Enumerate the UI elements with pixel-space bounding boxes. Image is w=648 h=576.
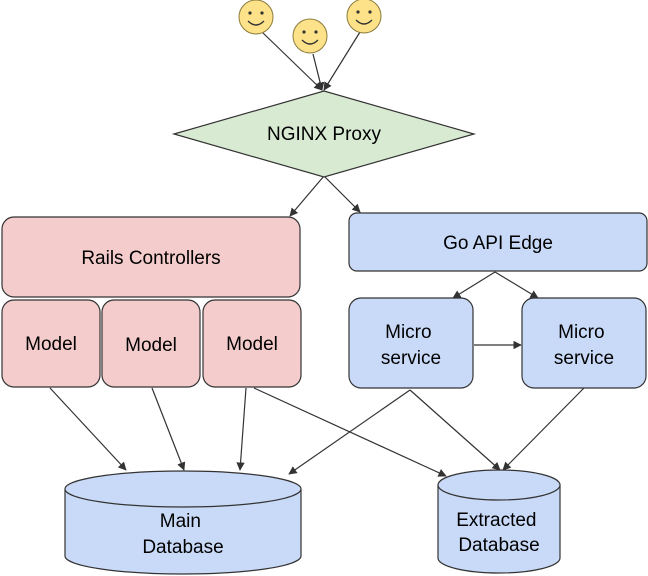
smiley-face-icon bbox=[238, 0, 274, 35]
arrow-proxy-to-go bbox=[323, 175, 361, 213]
main-database-label: Main Database bbox=[142, 511, 223, 558]
rails-controllers-node: Rails Controllers bbox=[1, 216, 301, 298]
model-label: Model bbox=[226, 334, 278, 355]
arrow-go-to-service2 bbox=[494, 271, 539, 299]
main-database-line1: Main bbox=[160, 511, 201, 532]
arrow-service2-to-extracted bbox=[502, 387, 585, 471]
model-label: Model bbox=[25, 334, 77, 355]
microservice-line2: service bbox=[554, 348, 614, 369]
arrow-proxy-to-rails bbox=[289, 175, 325, 217]
arrow-model2-to-main bbox=[151, 387, 186, 471]
arrow-go-to-service1 bbox=[452, 271, 496, 299]
microservice-line1: Micro bbox=[558, 322, 604, 343]
arrow-service1-to-extracted bbox=[409, 389, 501, 471]
microservice-line2: service bbox=[381, 348, 441, 369]
arrow-model3-to-main bbox=[236, 387, 247, 471]
microservice-label: Micro service bbox=[554, 322, 614, 369]
microservice-label: Micro service bbox=[381, 322, 441, 369]
model-node: Model bbox=[202, 299, 302, 388]
extracted-database-label: Extracted Database bbox=[456, 510, 542, 556]
model-node: Model bbox=[1, 299, 101, 388]
rails-controllers-label: Rails Controllers bbox=[81, 248, 220, 269]
microservice-line1: Micro bbox=[385, 322, 431, 343]
smiley-face-icon bbox=[292, 18, 328, 54]
go-api-edge-label: Go API Edge bbox=[443, 233, 553, 254]
microservice-node: Micro service bbox=[348, 297, 474, 389]
model-label: Model bbox=[125, 335, 177, 356]
main-database-line2: Database bbox=[142, 537, 223, 558]
extracted-database-line2: Database bbox=[458, 535, 539, 556]
extracted-database-node: Extracted Database bbox=[437, 469, 561, 574]
arrow-user1-to-proxy bbox=[261, 31, 323, 91]
microservice-node: Micro service bbox=[521, 297, 647, 389]
users bbox=[238, 0, 382, 54]
proxy-label: NGINX Proxy bbox=[267, 124, 382, 145]
arrow-model1-to-main bbox=[49, 387, 127, 471]
arrow-user2-to-proxy bbox=[312, 53, 325, 91]
model-node: Model bbox=[101, 299, 201, 388]
smiley-face-icon bbox=[346, 0, 382, 34]
arrow-service1-to-main bbox=[288, 389, 411, 475]
connectors bbox=[49, 31, 585, 477]
extracted-database-line1: Extracted bbox=[456, 510, 536, 531]
nginx-proxy-node: NGINX Proxy bbox=[171, 90, 477, 178]
arrow-user3-to-proxy bbox=[323, 31, 361, 91]
main-database-node: Main Database bbox=[64, 470, 302, 575]
go-api-edge-node: Go API Edge bbox=[348, 212, 648, 272]
